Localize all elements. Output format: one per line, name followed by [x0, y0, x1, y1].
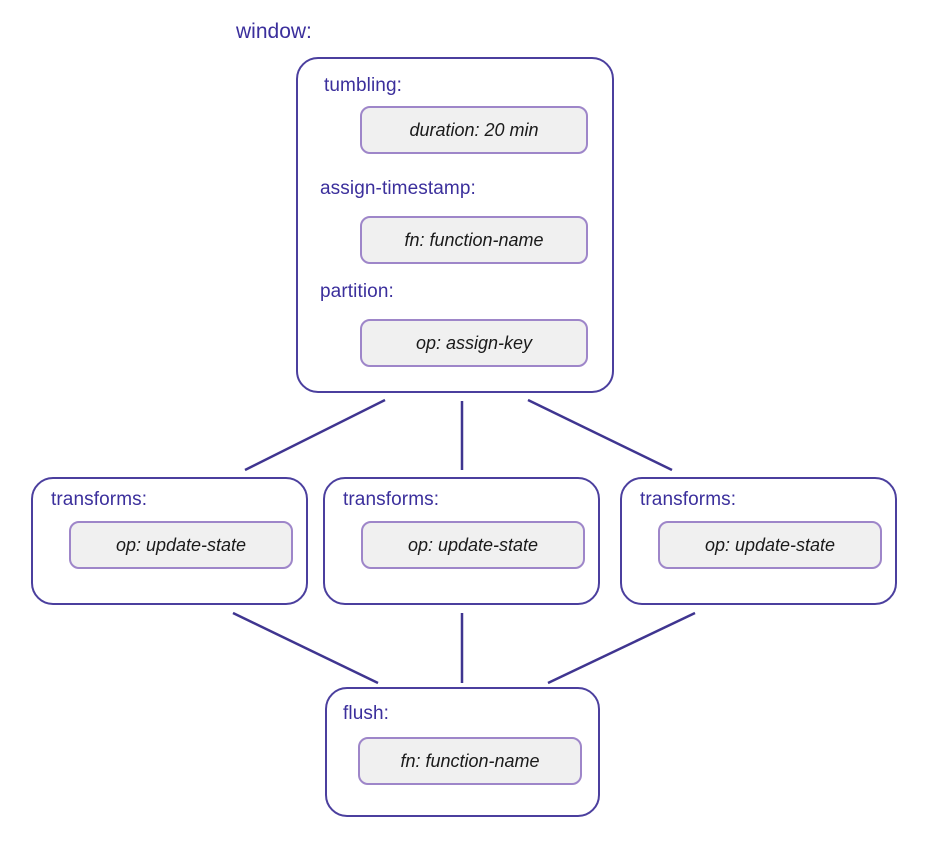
edge-window-to-transform-0 [244, 398, 386, 472]
field-transforms-op-text: op: update-state [407, 534, 539, 555]
field-flush-fn[interactable]: fn: function-name [358, 737, 582, 785]
field-transforms-op[interactable]: op: update-state [658, 521, 882, 569]
edge-transform-0-to-flush [232, 611, 379, 685]
flush-label: flush: [343, 703, 390, 724]
field-assign-timestamp-fn[interactable]: fn: function-name [360, 216, 588, 264]
transforms-label: transforms: [640, 489, 737, 510]
section-label-tumbling: tumbling: [324, 75, 402, 96]
transforms-label: transforms: [51, 489, 148, 510]
field-partition-op-text: op: assign-key [415, 332, 533, 353]
transforms-box[interactable]: transforms: op: update-state [620, 477, 897, 605]
transforms-label: transforms: [343, 489, 440, 510]
section-label-partition: partition: [320, 281, 394, 302]
transforms-box[interactable]: transforms: op: update-state [323, 477, 600, 605]
section-label-assign-timestamp: assign-timestamp: [320, 178, 476, 199]
field-transforms-op[interactable]: op: update-state [69, 521, 293, 569]
field-transforms-op[interactable]: op: update-state [361, 521, 585, 569]
field-flush-fn-text: fn: function-name [400, 750, 540, 771]
window-group-box[interactable]: tumbling: duration: 20 min assign-timest… [296, 57, 614, 393]
edge-window-to-transform-2 [527, 398, 673, 472]
field-partition-op[interactable]: op: assign-key [360, 319, 588, 367]
field-assign-timestamp-fn-text: fn: function-name [404, 229, 544, 250]
field-transforms-op-text: op: update-state [704, 534, 836, 555]
root-label-window: window: [236, 20, 312, 43]
transforms-box[interactable]: transforms: op: update-state [31, 477, 308, 605]
flush-box[interactable]: flush: fn: function-name [325, 687, 600, 817]
field-tumbling-duration-text: duration: 20 min [409, 119, 539, 140]
edge-transform-2-to-flush [547, 611, 696, 685]
field-tumbling-duration[interactable]: duration: 20 min [360, 106, 588, 154]
field-transforms-op-text: op: update-state [115, 534, 247, 555]
